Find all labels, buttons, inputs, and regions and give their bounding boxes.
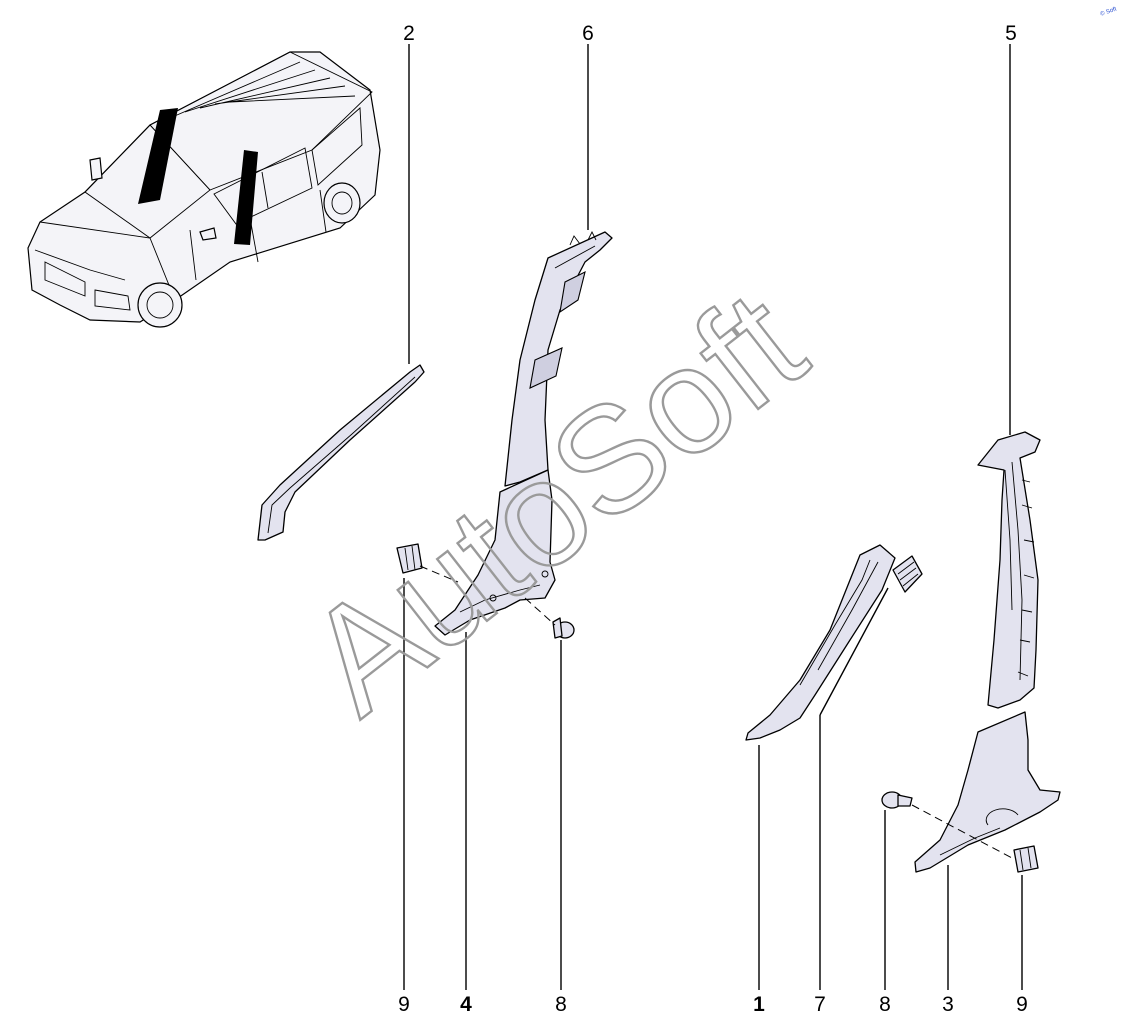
callout-labels: 2 6 5 9 4 8 1 7 8 3 9: [398, 22, 1028, 1016]
part-2-trim: [257, 364, 425, 541]
part-8-screw-left: [552, 617, 575, 639]
car-overview: [27, 51, 381, 328]
part-4-lower-pillar-trim: [434, 469, 556, 636]
callout-2: 2: [403, 22, 415, 45]
callout-9-right: 9: [1016, 993, 1028, 1016]
callout-8-right: 8: [879, 993, 891, 1016]
assembly-lines: [419, 565, 1013, 859]
part-9-clip-left: [396, 543, 423, 574]
part-6-upper-pillar-trim: [504, 230, 613, 487]
part-5-pillar-trim: [977, 431, 1041, 709]
callout-3: 3: [942, 993, 954, 1016]
watermark: AutoSoft: [276, 259, 833, 746]
b-pillar-highlight: [234, 150, 258, 245]
part-9-clip-right: [1013, 845, 1039, 873]
callout-8-left: 8: [555, 993, 567, 1016]
part-1-a-pillar-trim: [745, 544, 896, 741]
callout-4: 4: [460, 993, 472, 1016]
leader-lines: [403, 44, 1023, 990]
a-pillar-highlight: [138, 108, 178, 204]
corner-mark: © Soft: [1099, 5, 1117, 17]
callout-9-left: 9: [398, 993, 410, 1016]
callout-6: 6: [582, 22, 594, 45]
part-8-screw-right: [881, 791, 913, 809]
callout-1: 1: [753, 993, 765, 1016]
callout-7: 7: [814, 993, 826, 1016]
callout-5: 5: [1005, 22, 1017, 45]
part-3-lower-trim: [914, 711, 1061, 873]
part-7-clip: [892, 555, 923, 593]
